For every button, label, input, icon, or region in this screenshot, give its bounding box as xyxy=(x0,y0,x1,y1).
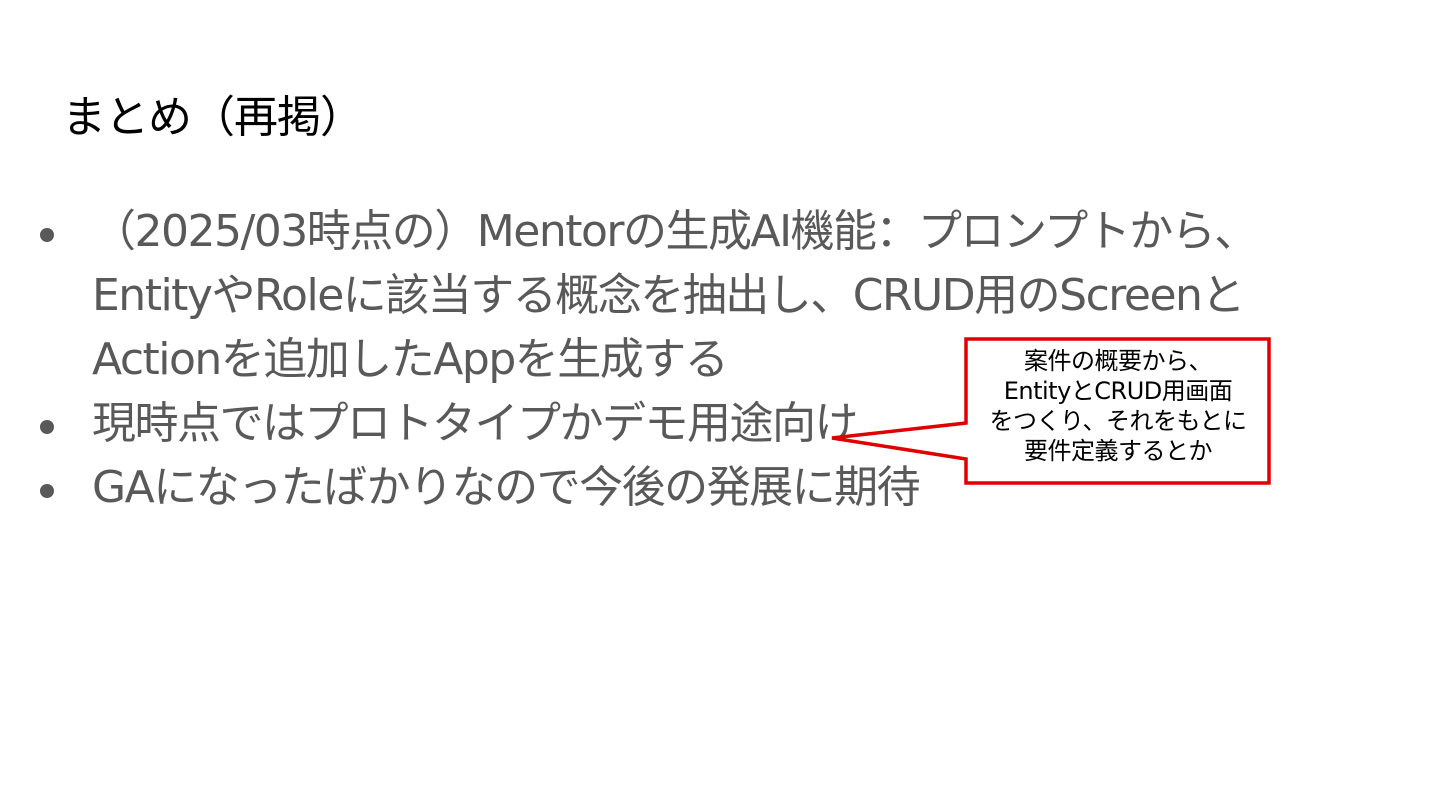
bullet-dot-icon xyxy=(40,484,54,498)
slide-title: まとめ（再掲） xyxy=(62,92,364,143)
bullet-text: 現時点ではプロトタイプかデモ用途向け xyxy=(92,398,859,449)
callout-text: 案件の概要から、 EntityとCRUD用画面 をつくり、それをもとに 要件定義… xyxy=(968,346,1268,466)
bullet-dot-icon xyxy=(40,420,54,434)
bullet-item: （2025/03時点の）Mentorの生成AI機能：プロンプトから、Entity… xyxy=(36,200,1336,392)
bullet-item: 現時点ではプロトタイプかデモ用途向け xyxy=(36,392,1336,456)
bullet-dot-icon xyxy=(40,228,54,242)
bullet-text: （2025/03時点の）Mentorの生成AI機能：プロンプトから、Entity… xyxy=(92,206,1258,385)
bullet-text: GAになったばかりなので今後の発展に期待 xyxy=(92,462,921,513)
callout-line: 案件の概要から、 xyxy=(1024,347,1213,375)
bullet-list: （2025/03時点の）Mentorの生成AI機能：プロンプトから、Entity… xyxy=(36,200,1336,520)
bullet-item: GAになったばかりなので今後の発展に期待 xyxy=(36,456,1336,520)
callout-line: 要件定義するとか xyxy=(1024,437,1213,465)
callout-line: をつくり、それをもとに xyxy=(989,407,1247,435)
callout-line: EntityとCRUD用画面 xyxy=(1003,377,1233,405)
